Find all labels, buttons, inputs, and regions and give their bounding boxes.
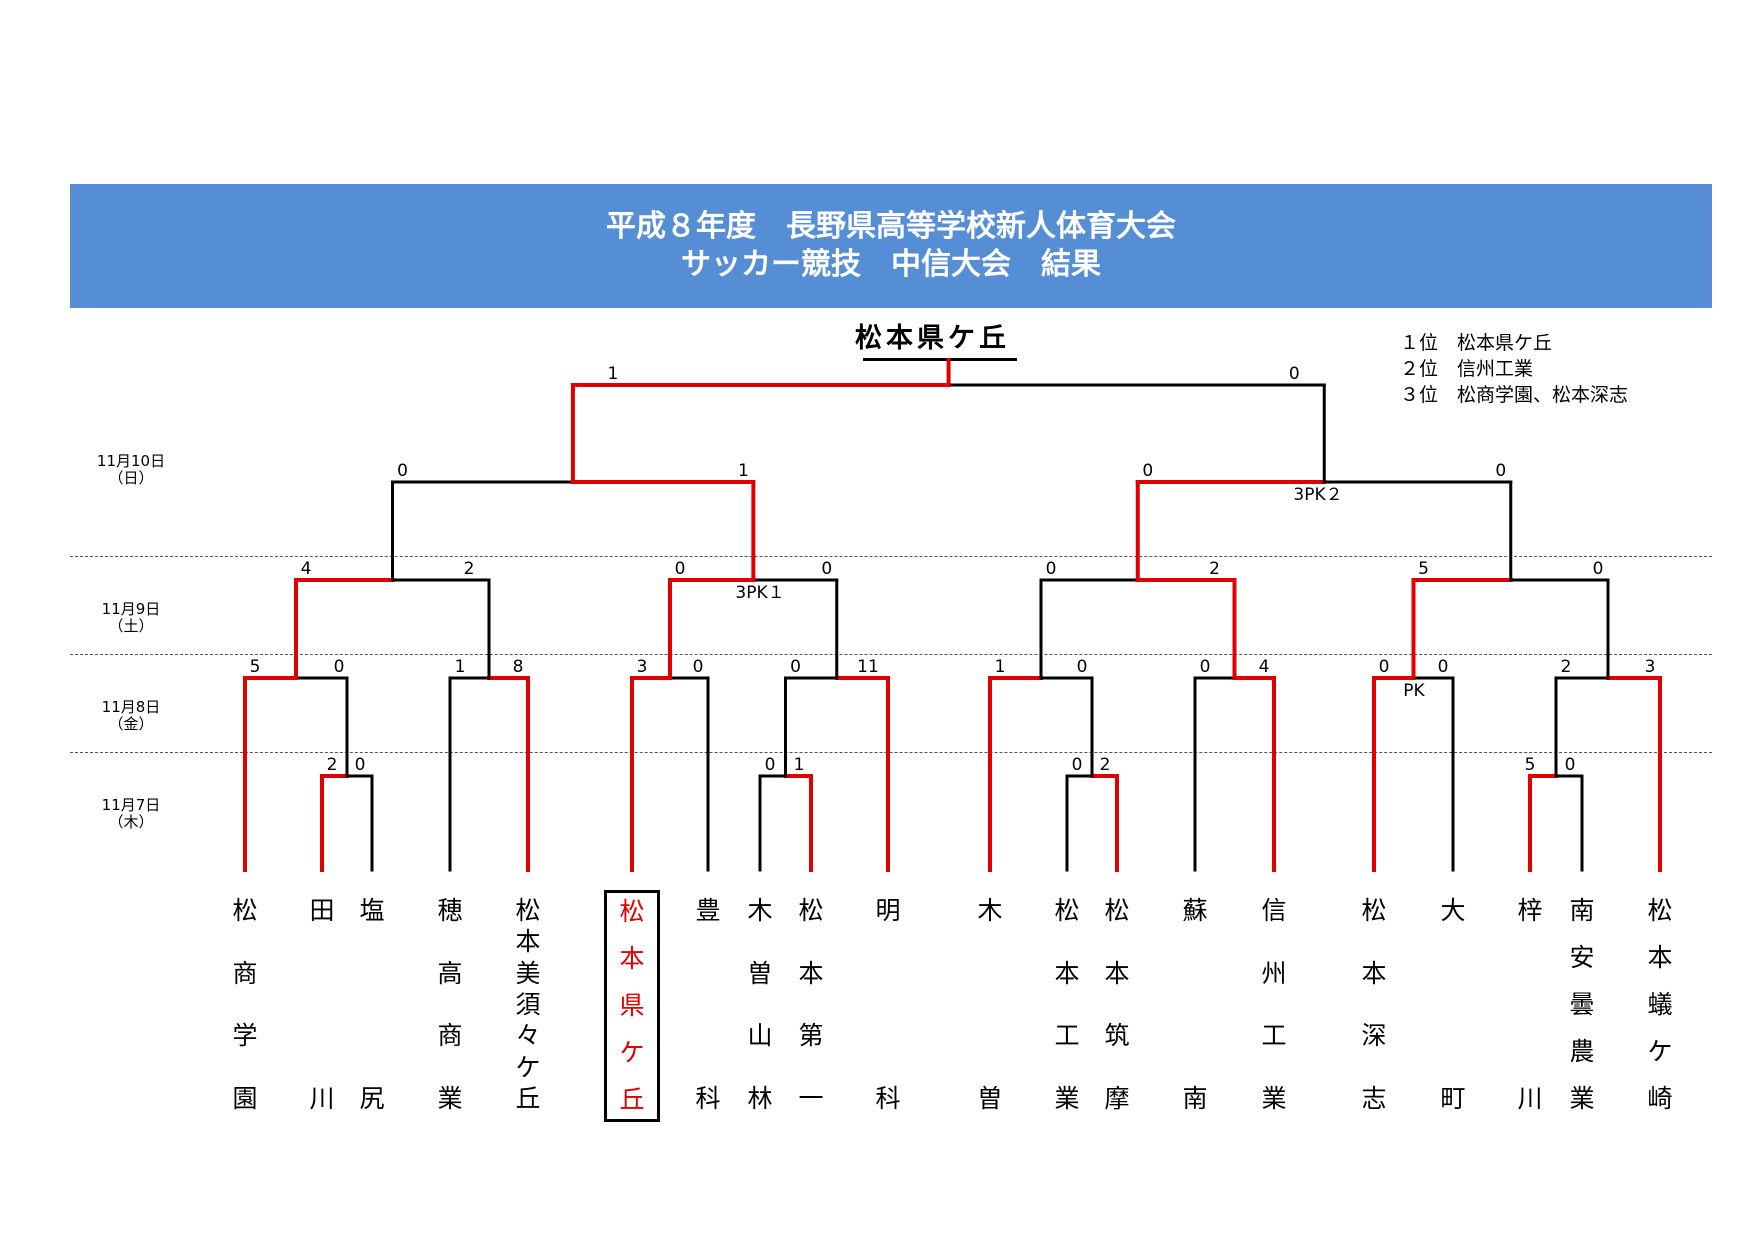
team-name: 松本第一 <box>798 896 824 1113</box>
team-name: 塩尻 <box>359 896 385 1113</box>
team-name: 松本蟻ケ崎 <box>1647 896 1673 1113</box>
score-label: 5 <box>250 657 261 677</box>
pk-label: 3PK１ <box>735 583 784 603</box>
score-label: 1 <box>455 657 466 677</box>
ranking-1: １位 松本県ケ丘 <box>1400 332 1553 354</box>
team-name: 松本工業 <box>1054 896 1080 1113</box>
day-text: （日） <box>108 469 154 487</box>
date-label: 11月9日 （土） <box>76 601 186 635</box>
team-name: 木曽 <box>977 896 1003 1113</box>
team-name: 田川 <box>309 896 335 1113</box>
score-label: 0 <box>1438 657 1449 677</box>
score-label: 0 <box>1379 657 1390 677</box>
score-label: 0 <box>397 461 408 481</box>
team-name: 松本筑摩 <box>1104 896 1130 1113</box>
team-name: 豊科 <box>695 896 721 1113</box>
date-label: 11月10日 （日） <box>76 453 186 487</box>
score-label: 1 <box>738 461 749 481</box>
round-divider <box>70 556 1712 557</box>
score-label: 0 <box>675 559 686 579</box>
score-label: 0 <box>765 755 776 775</box>
team-name: 明科 <box>875 896 901 1113</box>
score-label: 0 <box>1200 657 1211 677</box>
round-divider <box>70 654 1712 655</box>
team-name: 信州工業 <box>1261 896 1287 1113</box>
champion-underline <box>863 358 1017 361</box>
score-label: 11 <box>857 657 879 677</box>
score-label: 2 <box>464 559 475 579</box>
team-name: 大町 <box>1440 896 1466 1113</box>
score-label: 0 <box>693 657 704 677</box>
date-text: 11月9日 <box>101 600 161 618</box>
team-name: 松商学園 <box>232 896 258 1113</box>
score-label: 5 <box>1525 755 1536 775</box>
score-label: 2 <box>327 755 338 775</box>
score-label: 0 <box>821 559 832 579</box>
ranking-2: ２位 信州工業 <box>1400 358 1534 380</box>
score-label: 0 <box>1495 461 1506 481</box>
champion-name: 松本県ケ丘 <box>855 323 1010 354</box>
score-label: 0 <box>1077 657 1088 677</box>
title-line-2: サッカー競技 中信大会 結果 <box>681 247 1101 282</box>
day-text: （木） <box>108 813 154 831</box>
score-label: 2 <box>1100 755 1111 775</box>
score-label: 2 <box>1561 657 1572 677</box>
date-text: 11月10日 <box>96 452 166 470</box>
score-label: 2 <box>1209 559 1220 579</box>
team-name: 松本美須々ケ丘 <box>515 896 541 1113</box>
team-name: 南安曇農業 <box>1569 896 1595 1113</box>
score-label: 4 <box>301 559 312 579</box>
score-label: 3 <box>1645 657 1656 677</box>
score-label: 0 <box>1565 755 1576 775</box>
title-banner: 平成８年度 長野県高等学校新人体育大会 サッカー競技 中信大会 結果 <box>70 184 1712 308</box>
score-label: 4 <box>1259 657 1270 677</box>
title-line-1: 平成８年度 長野県高等学校新人体育大会 <box>606 209 1176 244</box>
score-label: 5 <box>1418 559 1429 579</box>
score-label: 0 <box>1593 559 1604 579</box>
date-label: 11月7日 （木） <box>76 797 186 831</box>
score-label: 3 <box>637 657 648 677</box>
ranking-3: ３位 松商学園、松本深志 <box>1400 384 1629 406</box>
score-label: 0 <box>1289 364 1300 384</box>
score-label: 1 <box>608 364 619 384</box>
round-divider <box>70 752 1712 753</box>
team-name: 木曽山林 <box>747 896 773 1113</box>
day-text: （金） <box>108 715 154 733</box>
pk-label: PK <box>1403 681 1425 701</box>
team-name: 蘇南 <box>1182 896 1208 1113</box>
pk-label: 3PK２ <box>1293 485 1342 505</box>
score-label: 1 <box>794 755 805 775</box>
score-label: 0 <box>1142 461 1153 481</box>
score-label: 0 <box>1072 755 1083 775</box>
score-label: 0 <box>790 657 801 677</box>
date-label: 11月8日 （金） <box>76 699 186 733</box>
score-label: 8 <box>513 657 524 677</box>
date-text: 11月7日 <box>101 796 161 814</box>
score-label: 0 <box>1046 559 1057 579</box>
team-name: 梓川 <box>1517 896 1543 1113</box>
team-name: 穂高商業 <box>437 896 463 1113</box>
ranking-list: １位 松本県ケ丘 ２位 信州工業 ３位 松商学園、松本深志 <box>1400 330 1628 408</box>
score-label: 1 <box>995 657 1006 677</box>
day-text: （土） <box>108 617 154 635</box>
team-name: 松本県ケ丘 <box>604 890 660 1122</box>
team-name: 松本深志 <box>1361 896 1387 1113</box>
score-label: 0 <box>334 657 345 677</box>
score-label: 0 <box>355 755 366 775</box>
date-text: 11月8日 <box>101 698 161 716</box>
